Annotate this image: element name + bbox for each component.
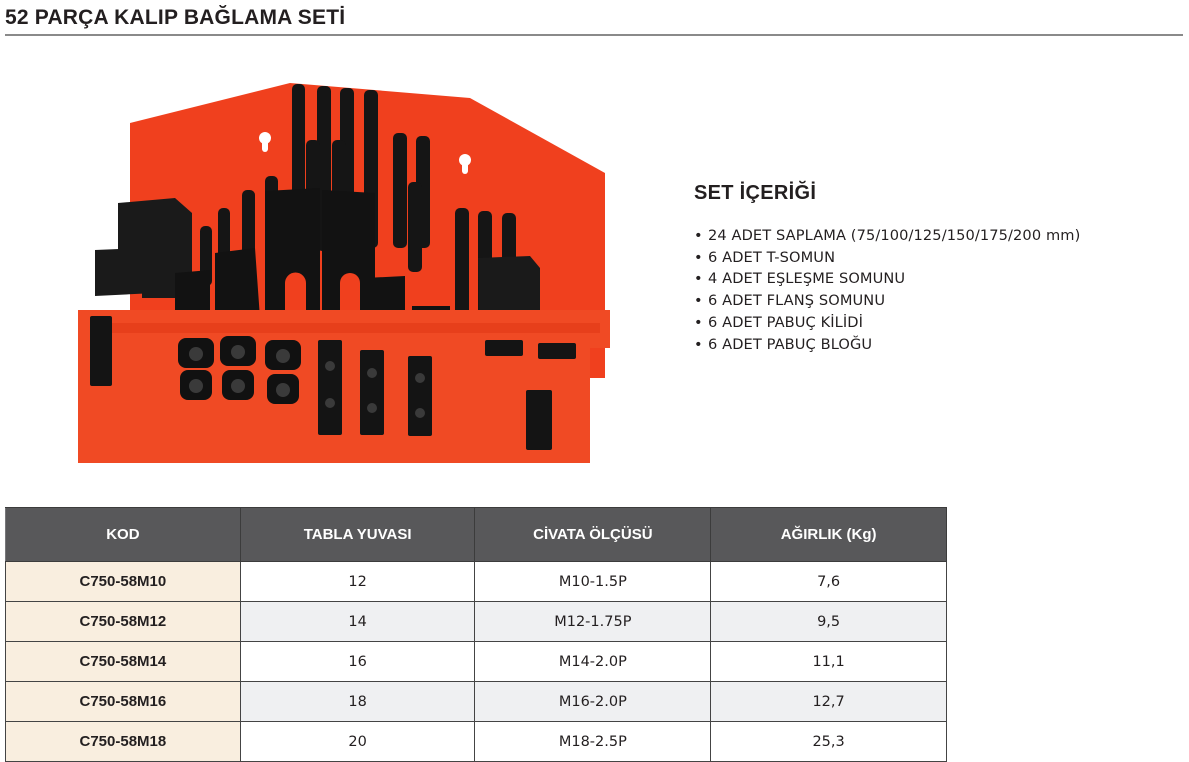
cell-kod: C750-58M12 — [5, 601, 241, 642]
set-contents: SET İÇERİĞİ •24 ADET SAPLAMA (75/100/125… — [694, 182, 1080, 355]
cell-tabla-yuvasi: 12 — [239, 561, 476, 602]
cell-civata-olcusu: M18-2.5P — [474, 721, 712, 762]
page-title: 52 PARÇA KALIP BAĞLAMA SETİ — [5, 6, 346, 29]
column-header-kod: KOD — [5, 507, 241, 562]
cell-civata-olcusu: M14-2.0P — [474, 641, 712, 682]
bullet-icon: • — [694, 227, 703, 244]
cell-tabla-yuvasi: 16 — [239, 641, 476, 682]
list-item: •6 ADET FLANŞ SOMUNU — [694, 290, 1080, 312]
list-item: •4 ADET EŞLEŞME SOMUNU — [694, 268, 1080, 290]
product-image — [78, 83, 610, 463]
cell-agirlik: 25,3 — [710, 721, 947, 762]
table-row: C750-58M18 20 M18-2.5P 25,3 — [5, 721, 947, 762]
bullet-icon: • — [694, 335, 703, 353]
set-contents-heading: SET İÇERİĞİ — [694, 182, 817, 204]
list-item: •6 ADET T-SOMUN — [694, 247, 1080, 269]
table-row: C750-58M16 18 M16-2.0P 12,7 — [5, 681, 947, 722]
spec-table: KOD TABLA YUVASI CİVATA ÖLÇÜSÜ AĞIRLIK (… — [5, 507, 947, 762]
cell-agirlik: 9,5 — [710, 601, 947, 642]
cell-civata-olcusu: M10-1.5P — [474, 561, 712, 602]
cell-kod: C750-58M16 — [5, 681, 241, 722]
column-header-tabla-yuvasi: TABLA YUVASI — [239, 507, 476, 562]
cell-civata-olcusu: M16-2.0P — [474, 681, 712, 722]
cell-kod: C750-58M18 — [5, 721, 241, 762]
column-header-civata-olcusu: CİVATA ÖLÇÜSÜ — [474, 507, 712, 562]
table-row: C750-58M12 14 M12-1.75P 9,5 — [5, 601, 947, 642]
cell-tabla-yuvasi: 20 — [239, 721, 476, 762]
cell-tabla-yuvasi: 18 — [239, 681, 476, 722]
cell-kod: C750-58M10 — [5, 561, 241, 602]
cell-kod: C750-58M14 — [5, 641, 241, 682]
bullet-icon: • — [694, 248, 703, 266]
table-header-row: KOD TABLA YUVASI CİVATA ÖLÇÜSÜ AĞIRLIK (… — [5, 507, 947, 562]
cell-tabla-yuvasi: 14 — [239, 601, 476, 642]
cell-civata-olcusu: M12-1.75P — [474, 601, 712, 642]
table-row: C750-58M10 12 M10-1.5P 7,6 — [5, 561, 947, 602]
table-row: C750-58M14 16 M14-2.0P 11,1 — [5, 641, 947, 682]
list-item: •24 ADET SAPLAMA (75/100/125/150/175/200… — [694, 225, 1080, 247]
set-contents-list: •24 ADET SAPLAMA (75/100/125/150/175/200… — [694, 225, 1080, 355]
bullet-icon: • — [694, 313, 703, 331]
list-item: •6 ADET PABUÇ KİLİDİ — [694, 312, 1080, 334]
list-item: •6 ADET PABUÇ BLOĞU — [694, 334, 1080, 356]
column-header-agirlik: AĞIRLIK (Kg) — [710, 507, 947, 562]
cell-agirlik: 12,7 — [710, 681, 947, 722]
bullet-icon: • — [694, 292, 703, 310]
bullet-icon: • — [694, 270, 703, 288]
cell-agirlik: 11,1 — [710, 641, 947, 682]
title-divider — [5, 34, 1183, 36]
cell-agirlik: 7,6 — [710, 561, 947, 602]
